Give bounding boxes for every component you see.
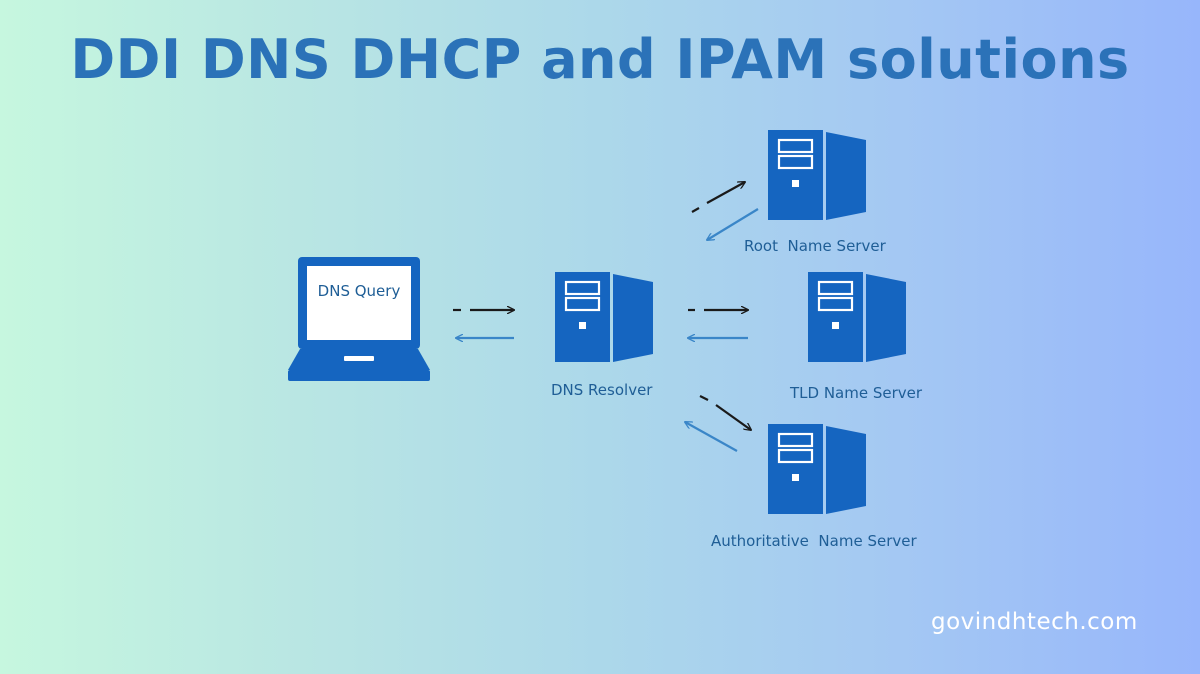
authoritative-label: Authoritative Name Server <box>711 532 917 550</box>
root-label: Root Name Server <box>744 237 886 255</box>
page-title: DDI DNS DHCP and IPAM solutions <box>70 28 1130 91</box>
arrow-authoritative-to-resolver <box>685 422 738 452</box>
arrow-root-to-resolver <box>707 208 759 240</box>
authoritative-server-icon <box>768 424 866 514</box>
resolver-label: DNS Resolver <box>551 381 653 399</box>
laptop-icon <box>288 257 430 381</box>
tld-label: TLD Name Server <box>790 384 923 402</box>
tld-server-icon <box>808 272 906 362</box>
arrow-resolver-to-authoritative <box>699 395 751 430</box>
root-server-icon <box>768 130 866 220</box>
arrow-resolver-to-root <box>691 182 745 213</box>
site-watermark: govindhtech.com <box>931 609 1138 635</box>
laptop-screen-text: DNS Query <box>317 282 401 300</box>
dns-resolver-server-icon <box>555 272 653 362</box>
